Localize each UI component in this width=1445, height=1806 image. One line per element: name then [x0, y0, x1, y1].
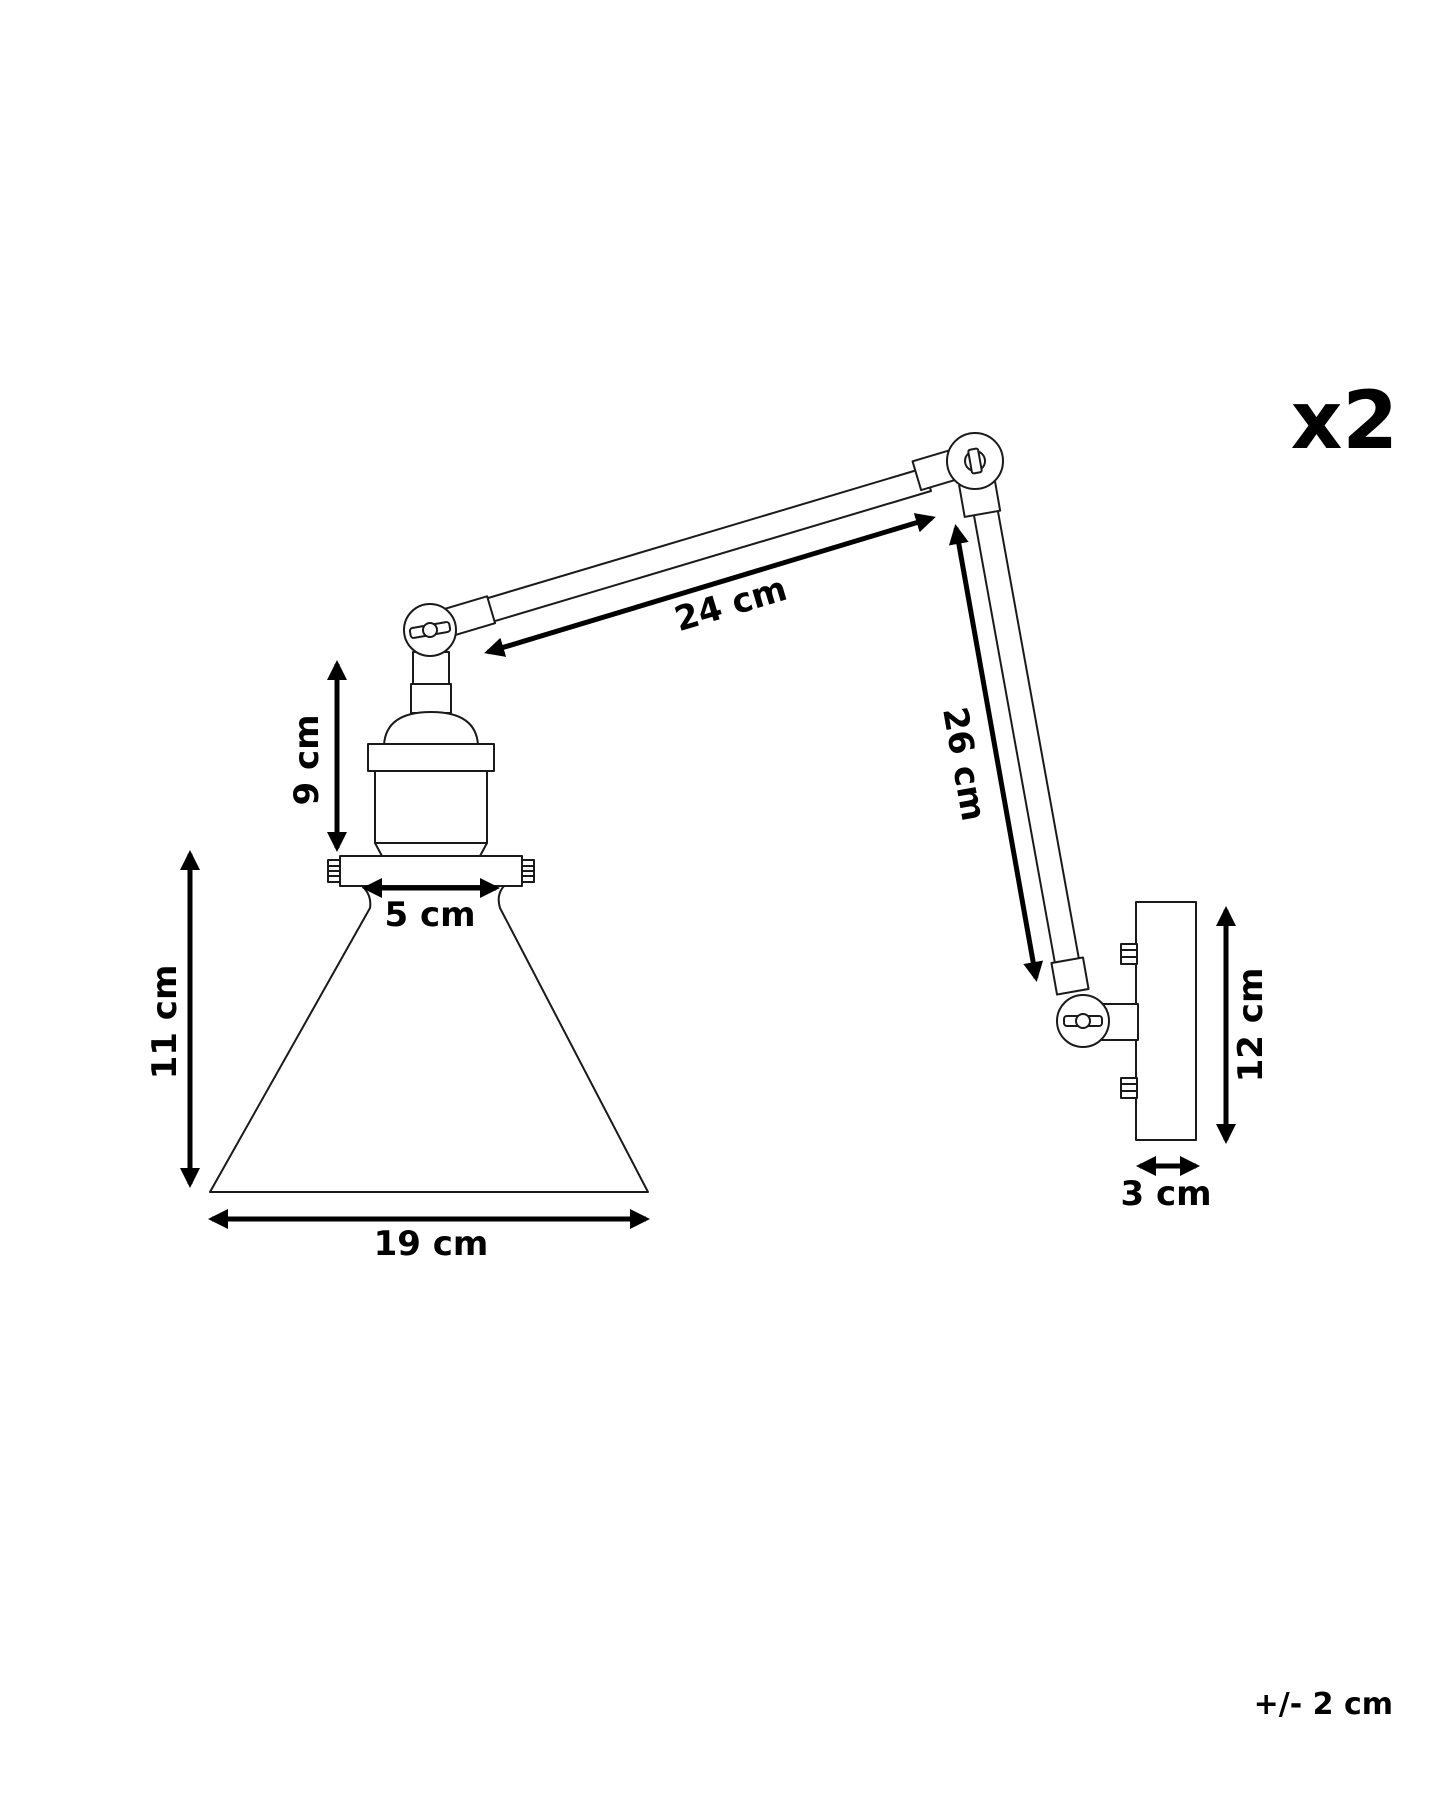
shade-height-label: 11 cm	[145, 965, 185, 1080]
elbow-joint	[946, 432, 1004, 490]
wall-bracket	[1056, 901, 1197, 1141]
tolerance-note: +/- 2 cm	[1254, 1687, 1393, 1722]
upper-arm-dimension-line	[484, 513, 936, 657]
lower-arm-label: 26 cm	[934, 704, 993, 824]
bulb-socket	[367, 683, 495, 857]
lower-arm-dimension-line	[948, 524, 1044, 982]
socket-height-label: 9 cm	[287, 714, 327, 805]
wall-plate-depth-label: 3 cm	[1120, 1174, 1211, 1214]
wall-plate-height-label: 12 cm	[1231, 968, 1271, 1083]
shade-collar	[327, 855, 535, 887]
head-joint	[403, 603, 457, 687]
quantity-label: x2	[1291, 374, 1398, 467]
lamp-illustration	[209, 432, 1197, 1193]
shade-width-label: 19 cm	[374, 1224, 489, 1264]
shade-top-label: 5 cm	[384, 895, 475, 935]
dimension-lines	[180, 513, 1236, 1229]
